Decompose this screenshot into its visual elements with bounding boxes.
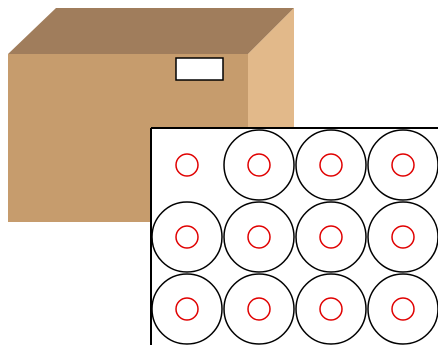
box-top-face xyxy=(8,8,294,54)
roll-outer-circle xyxy=(152,274,222,344)
roll-outer-circle xyxy=(296,202,366,272)
roll-outer-circle xyxy=(368,274,438,344)
roll-outer-circle xyxy=(224,274,294,344)
roll xyxy=(224,202,294,272)
roll-outer-circle xyxy=(368,202,438,272)
roll xyxy=(368,202,438,272)
roll xyxy=(224,130,294,200)
roll-outer-circle xyxy=(368,130,438,200)
roll xyxy=(368,130,438,200)
roll xyxy=(296,274,366,344)
roll xyxy=(152,274,222,344)
roll-outer-circle xyxy=(224,130,294,200)
roll-outer-circle xyxy=(152,202,222,272)
roll xyxy=(368,274,438,344)
roll-outer-circle xyxy=(296,274,366,344)
roll-tray xyxy=(151,128,438,345)
box-shipping-label xyxy=(176,58,223,80)
roll xyxy=(296,202,366,272)
roll xyxy=(296,130,366,200)
roll xyxy=(152,202,222,272)
roll-outer-circle xyxy=(224,202,294,272)
roll-outer-circle xyxy=(296,130,366,200)
roll xyxy=(224,274,294,344)
